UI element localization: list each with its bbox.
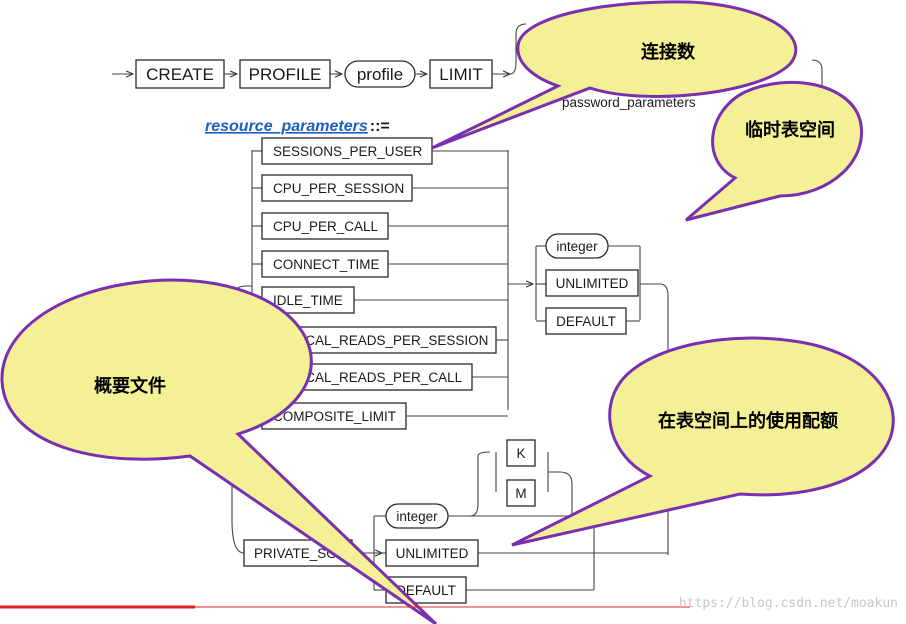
password-parameters-label: password_parameters [562,95,696,110]
default-label: DEFAULT [556,314,616,329]
definition-operator: ::= [370,118,390,135]
top-syntax-row: CREATE PROFILE profile LIMIT password_pa… [112,23,823,110]
branch-line [509,23,527,75]
private-sga-label: PRIVATE_SGA [254,546,346,561]
param-label: IDLE_TIME [273,293,343,308]
unlimited-label: UNLIMITED [556,276,629,291]
limit-keyword: LIMIT [439,65,482,84]
resource-parameters-link[interactable]: resource_parameters [205,118,368,135]
param-label: LOGICAL_READS_PER_CALL [273,370,463,385]
sga-unlimited-label: UNLIMITED [396,546,469,561]
callout-sessions-text: 连接数 [641,41,696,63]
param-label: CONNECT_TIME [273,257,380,272]
default-box [545,307,627,335]
param-row-idle-time: IDLE_TIME [252,286,508,314]
callout-temp-tablespace: 临时表空间 [685,80,863,222]
sga-default-label: DEFAULT [396,583,456,598]
integer-label: integer [556,239,598,254]
sga-integer-label: integer [396,509,438,524]
limit-box [429,59,493,89]
callout-bubble-shape [685,80,863,222]
callout-bubble-shape [431,0,798,150]
watermark: https://blog.csdn.net/moakun [679,596,898,611]
callout-quota: 在表空间上的使用配额 [511,336,895,547]
param-row-connect-time: CONNECT_TIME [252,250,508,278]
callout-bubble-shape [511,336,895,547]
create-keyword: CREATE [146,65,214,84]
callout-profile-file: 概要文件 [0,278,438,624]
k-label: K [516,446,525,461]
profile-keyword: PROFILE [249,65,322,84]
to-k-line [448,451,491,517]
sga-unlimited-box [385,539,479,567]
param-label: COMPOSITE_LIMIT [273,409,396,424]
param-label: CPU_PER_CALL [273,219,379,234]
callout-profile-file-text: 概要文件 [94,375,166,397]
param-label: SESSIONS_PER_USER [273,144,423,159]
m-box [506,479,536,507]
param-label: LOGICAL_READS_PER_SESSION [273,333,488,348]
unlimited-box [545,269,639,297]
callout-temp-tablespace-text: 临时表空间 [745,119,835,141]
profile-variable: profile [357,65,403,84]
private-sga-entry [231,519,245,554]
param-label: CPU_PER_SESSION [273,181,404,196]
param-row-cpu-per-call: CPU_PER_CALL [252,212,508,240]
param-row-cpu-per-session: CPU_PER_SESSION [252,174,508,202]
callout-bubble-shape [0,278,438,624]
param-row-sessions-per-user: SESSIONS_PER_USER [252,137,508,165]
resource-parameters-heading: resource_parameters::= [205,118,390,135]
callout-quota-text: 在表空间上的使用配额 [658,410,838,432]
value-choices: integer UNLIMITED DEFAULT [535,233,669,555]
branch-line [811,59,823,90]
m-label: M [515,486,526,501]
value-exit-line [640,283,669,555]
profile-keyword-box [239,59,331,89]
callout-sessions: 连接数 [431,0,798,150]
k-box [506,439,536,467]
